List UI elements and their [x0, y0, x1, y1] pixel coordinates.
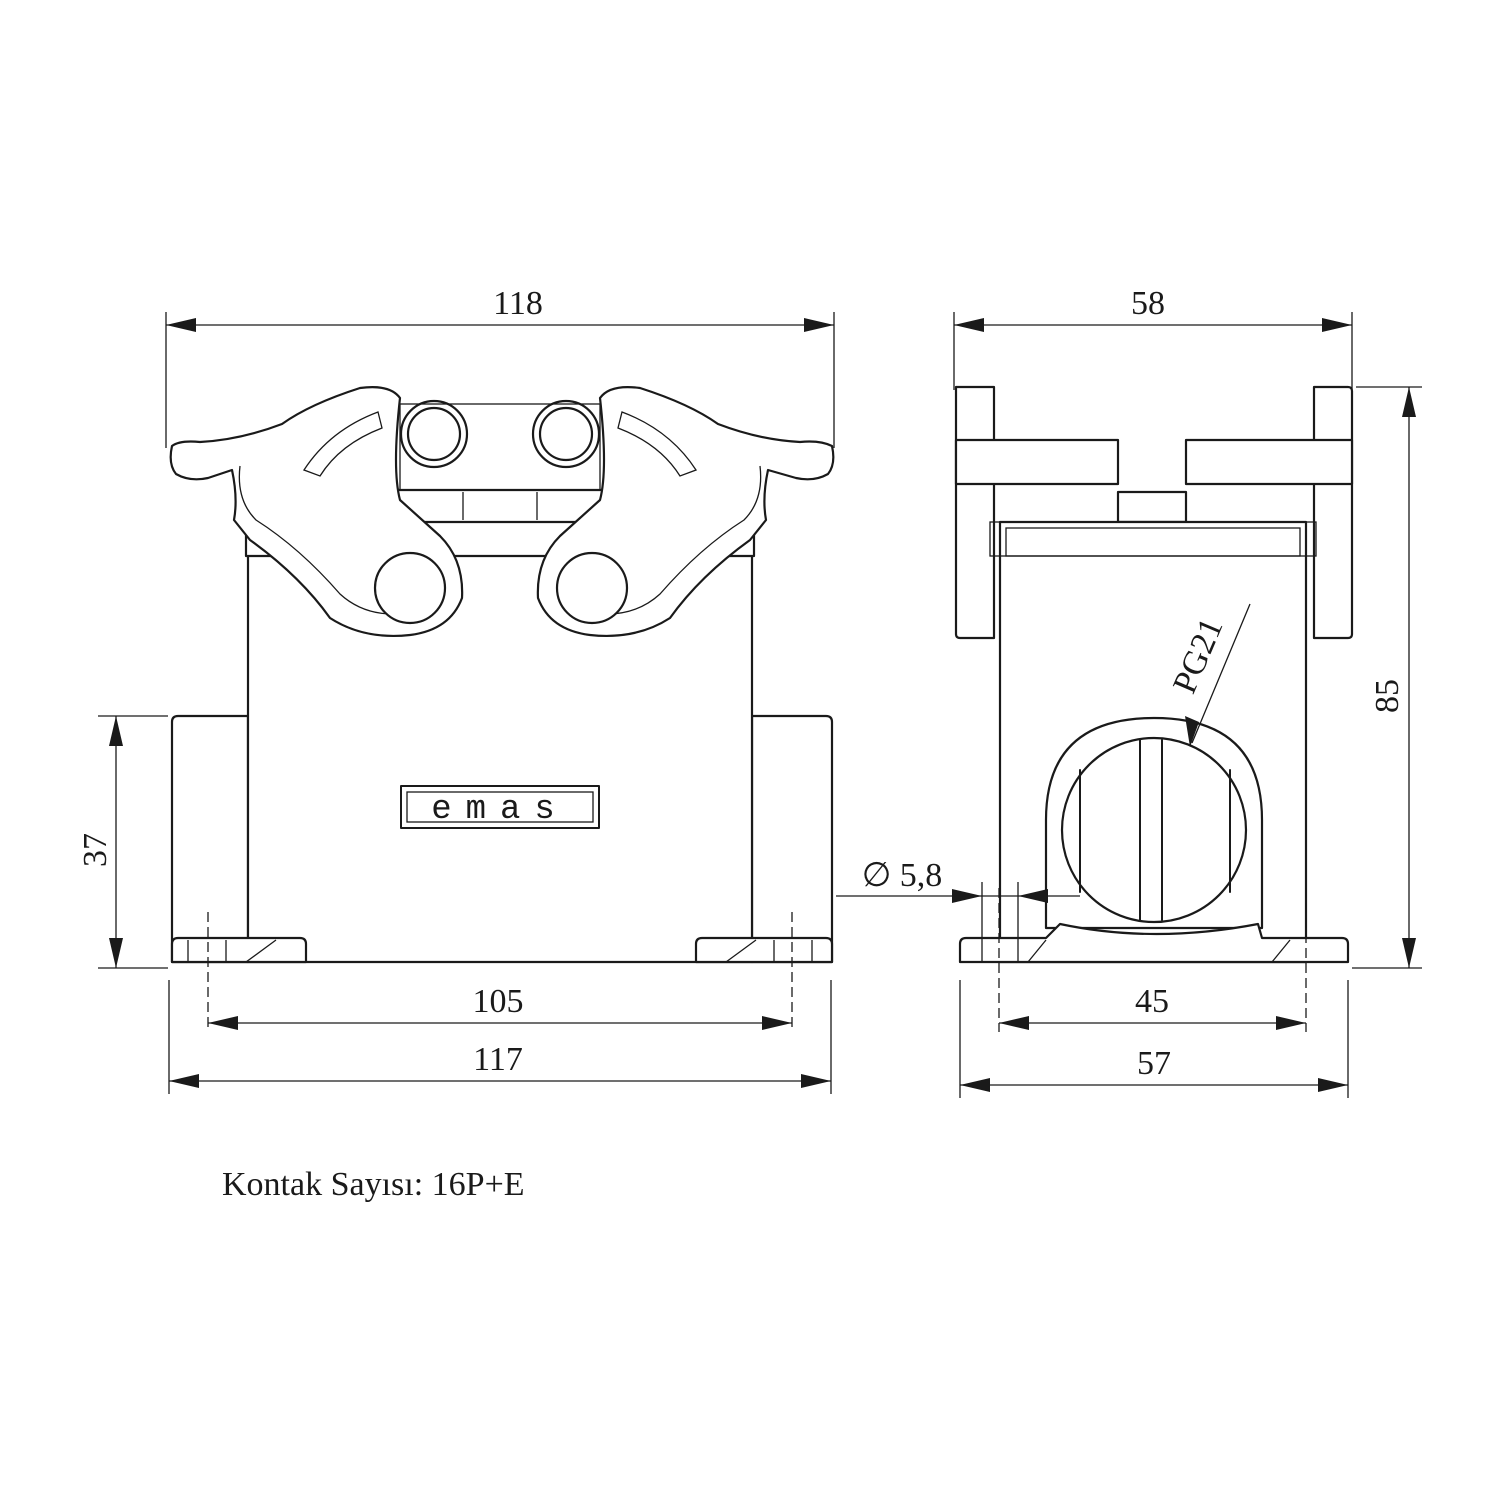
side-top-right-block: [1184, 438, 1354, 486]
front-right-lever-hole: [555, 551, 629, 625]
front-pin-left-inner: [406, 406, 462, 462]
side-view: 58 85 ∅ 5,8 PG21 45 57: [836, 285, 1422, 1098]
side-base: [958, 922, 1350, 964]
front-view: emas 118 37 105 117: [77, 285, 835, 1094]
front-left-foot: [170, 936, 308, 964]
contact-count-caption: Kontak Sayısı: 16P+E: [222, 1166, 525, 1203]
front-right-foot: [694, 936, 834, 964]
side-right-plate: [1312, 385, 1354, 640]
front-left-flange: [170, 714, 250, 964]
dim-label-118: 118: [493, 285, 543, 322]
side-cable-entry-hole: [1060, 736, 1248, 924]
front-right-lever-slot: [617, 411, 697, 477]
dim-label-45: 45: [1135, 983, 1169, 1020]
emas-logo: emas: [400, 785, 600, 829]
front-housing-body: [246, 553, 754, 964]
dim-label-57: 57: [1137, 1045, 1171, 1082]
front-right-flange: [750, 714, 834, 964]
front-left-lever-slot: [303, 411, 383, 477]
side-top-left-block: [954, 438, 1120, 486]
pg21-leader: [1191, 603, 1251, 744]
front-left-lever-hole: [373, 551, 447, 625]
dim-label-105: 105: [473, 983, 524, 1020]
dim-label-37: 37: [77, 833, 114, 867]
dim-label-diameter: ∅ 5,8: [862, 857, 943, 894]
side-left-plate: [954, 385, 996, 640]
side-center-neck: [1116, 490, 1188, 524]
dim-label-85: 85: [1369, 679, 1406, 713]
emas-logo-text: emas: [431, 791, 569, 829]
dim-label-58: 58: [1131, 285, 1165, 322]
front-top-block: [390, 488, 610, 524]
dim-label-117: 117: [473, 1041, 523, 1078]
front-pin-right-inner: [538, 406, 594, 462]
